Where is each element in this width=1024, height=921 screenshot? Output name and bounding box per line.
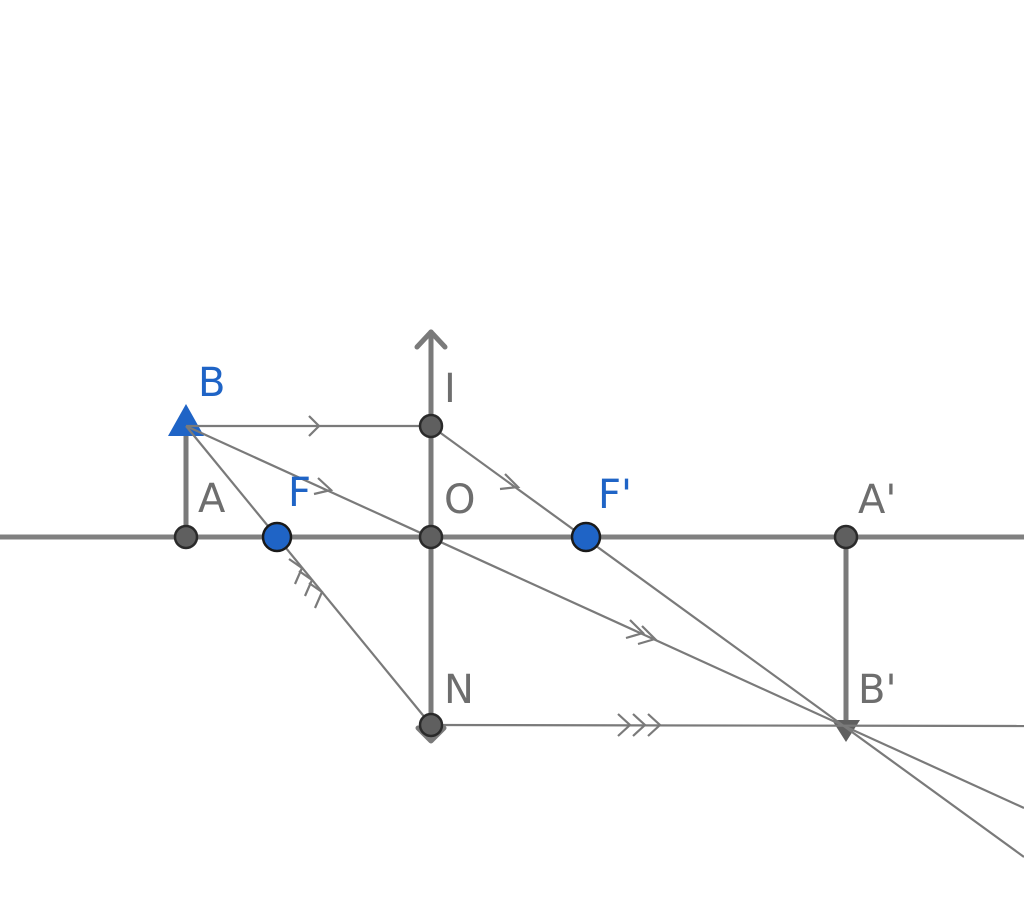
chevron-ray-n-1 <box>617 713 632 737</box>
label-i: I <box>444 366 456 412</box>
point-o <box>418 524 444 550</box>
label-n: N <box>444 667 474 713</box>
point-n <box>418 712 444 738</box>
ray-b-through-f <box>185 425 432 726</box>
ray-n-parallel <box>430 723 1024 728</box>
object-arrowhead-b <box>168 404 204 436</box>
chevron-ray-n-2 <box>632 713 647 737</box>
point-i <box>418 413 444 439</box>
lens-top-arrowhead <box>414 329 448 350</box>
point-a-prime <box>833 524 859 550</box>
point-f-prime <box>570 521 602 553</box>
chevron-ray-o-b-prime-1 <box>625 619 646 640</box>
chevron-ray-n-3 <box>647 713 662 737</box>
chevron-ray-i-f-prime <box>499 473 521 491</box>
chevron-ray-b-f-3 <box>308 582 324 609</box>
label-b-prime: B' <box>858 667 896 713</box>
ray-i-through-f-prime <box>430 425 1024 858</box>
label-a-prime: A' <box>858 477 896 523</box>
chevron-ray-b-f-2 <box>298 570 314 597</box>
label-o: O <box>444 477 475 523</box>
label-a: A <box>198 476 226 522</box>
point-f <box>261 521 293 553</box>
chevron-ray-b-o <box>313 477 334 496</box>
ray-b-through-o <box>185 424 1024 810</box>
chevron-ray-b-i <box>308 415 321 437</box>
label-b: B <box>198 360 225 406</box>
label-f-prime: F' <box>598 472 632 518</box>
point-a <box>173 524 199 550</box>
chevron-ray-b-f-1 <box>288 558 304 585</box>
label-f: F <box>288 470 311 516</box>
chevron-ray-o-b-prime-2 <box>637 625 658 646</box>
